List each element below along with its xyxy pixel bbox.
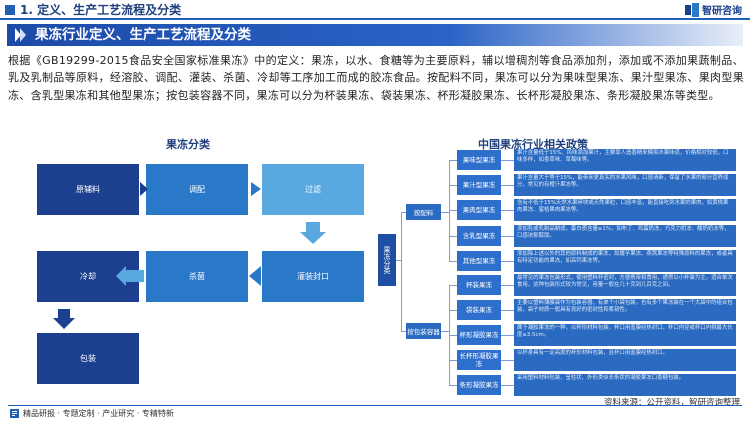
logo-icon xyxy=(685,2,699,17)
flow-step-blend: 调配 xyxy=(146,164,248,215)
title-band: 果冻行业定义、生产工艺流程及分类 xyxy=(7,24,743,46)
connector xyxy=(501,360,514,361)
category-fruit-flavor: 果味型果冻 xyxy=(457,150,501,170)
definition-paragraph: 根据《GB19299-2015食品安全国家标准果冻》中的定义：果冻，以水、食糖等… xyxy=(8,54,744,102)
connector xyxy=(449,335,457,336)
arrow-left-icon xyxy=(249,266,261,286)
category-milk: 含乳型果冻 xyxy=(457,226,501,246)
header-rule xyxy=(0,18,750,20)
connector xyxy=(449,360,457,361)
section-title: 1. 定义、生产工艺流程及分类 xyxy=(20,3,182,17)
arrow-left-icon xyxy=(116,266,144,286)
category-description: 果汁含量低于15%、风味添加果汁，主要靠人造香精来模拟水果味道，价格相对较低，口… xyxy=(514,149,736,171)
connector xyxy=(449,210,457,211)
top-header: 1. 定义、生产工艺流程及分类 智研咨询 xyxy=(0,0,750,20)
category-fruit-pulp: 果肉型果冻 xyxy=(457,200,501,220)
connector xyxy=(501,210,514,211)
connector xyxy=(441,212,449,213)
connector xyxy=(501,160,514,161)
connector xyxy=(396,260,401,261)
connector xyxy=(449,385,457,386)
category-other: 其他型果冻 xyxy=(457,251,501,271)
connector xyxy=(401,212,402,331)
connector xyxy=(449,310,457,311)
arrow-down-icon xyxy=(53,309,75,329)
category-strip-gel: 条形凝胶果冻 xyxy=(457,375,501,395)
connector xyxy=(449,236,457,237)
connector xyxy=(441,331,449,332)
arrow-right-icon xyxy=(251,182,261,196)
brand-logo: 智研咨询 xyxy=(685,2,742,17)
report-icon xyxy=(10,409,19,418)
classification-tree: 果冻分类 按配料 按包装容器 果味型果冻 果汁型果冻 果肉型果冻 含乳型果冻 其… xyxy=(373,148,743,396)
policy-heading: 中国果冻行业相关政策 xyxy=(478,138,588,151)
flow-step-package: 包装 xyxy=(37,333,139,384)
connector xyxy=(449,285,457,286)
connector xyxy=(449,185,457,186)
arrow-down-icon xyxy=(300,222,326,244)
source-note: 资料来源：公开资料，智研咨询整理 xyxy=(603,398,740,408)
connector xyxy=(501,335,514,336)
footer-text: 精品研报 · 专题定制 · 产业研究 · 专精特新 xyxy=(23,409,174,418)
connector xyxy=(501,236,514,237)
category-description: 采用塑料材料包装，呈柱状、外形类似长条状的凝胶果冻口香糖包装。 xyxy=(514,374,736,396)
footer-rule xyxy=(8,405,742,406)
connector xyxy=(501,385,514,386)
branch-by-ingredient: 按配料 xyxy=(406,204,441,220)
category-cup-gel: 杯形凝胶果冻 xyxy=(457,325,501,345)
double-chevron-icon xyxy=(15,28,26,42)
logo-text: 智研咨询 xyxy=(702,6,742,17)
arrow-right-icon xyxy=(140,182,148,196)
category-description: 主要以塑料薄膜袋作为包装容器，有单个小袋包装，也有多个果冻装在一个大袋中的组合包… xyxy=(514,299,736,321)
category-description: 以杯身具有一定高度的杯形材料包装，且杯口用盖膜经热封口。 xyxy=(514,349,736,371)
category-description: 含有不低于15%天然水果碎块或天然果粒，口感丰富，能直接吃到水果的果肉，如黄桃果… xyxy=(514,199,736,221)
flow-step-fill-seal: 灌装封口 xyxy=(262,251,364,302)
flow-step-sterilize: 杀菌 xyxy=(146,251,248,302)
flow-step-raw-material: 原辅料 xyxy=(37,164,139,215)
category-description: 添加除上述以外的其他原料制成的果冻，如魔芋果冻、燕窝果冻等特殊原料的果冻，或者具… xyxy=(514,250,736,272)
connector xyxy=(401,331,406,332)
category-fruit-juice: 果汁型果冻 xyxy=(457,175,501,195)
connector xyxy=(449,160,457,161)
connector xyxy=(501,310,514,311)
branch-by-container: 按包装容器 xyxy=(406,323,441,339)
category-description: 果汁含量大于等于15%，能带来更真实的水果风味，口感清新，保留了水果的部分营养成… xyxy=(514,174,736,196)
connector xyxy=(501,285,514,286)
flow-step-filter: 过滤 xyxy=(262,164,364,215)
page-title: 果冻行业定义、生产工艺流程及分类 xyxy=(35,27,251,43)
flow-heading: 果冻分类 xyxy=(166,138,210,151)
connector xyxy=(449,160,450,262)
connector xyxy=(501,185,514,186)
category-long-cup-gel: 长杯形凝胶果冻 xyxy=(457,350,501,370)
section-square-icon xyxy=(5,5,15,15)
footer: 精品研报 · 专题定制 · 产业研究 · 专精特新 xyxy=(0,405,750,421)
category-bag: 袋装果冻 xyxy=(457,300,501,320)
category-description: 最常见的果冻包装形式，使用塑料杯密封，方便携带和食用，通常以小杯装为主，适合单次… xyxy=(514,274,736,296)
category-cup: 杯装果冻 xyxy=(457,275,501,295)
category-description: 添加乳或乳制品制成，蛋白质含量≥1%，如布丁、鸡蛋奶冻、巧克力奶冻、酸奶奶冻等，… xyxy=(514,225,736,247)
connector xyxy=(401,212,406,213)
tree-root: 果冻分类 xyxy=(378,234,396,286)
category-description: 属于凝胶果冻的一种，以杯形材料包装，杯口用盖膜经热封口，杯口内径或杯口内侧最大长… xyxy=(514,324,736,346)
connector xyxy=(501,261,514,262)
connector xyxy=(449,261,457,262)
